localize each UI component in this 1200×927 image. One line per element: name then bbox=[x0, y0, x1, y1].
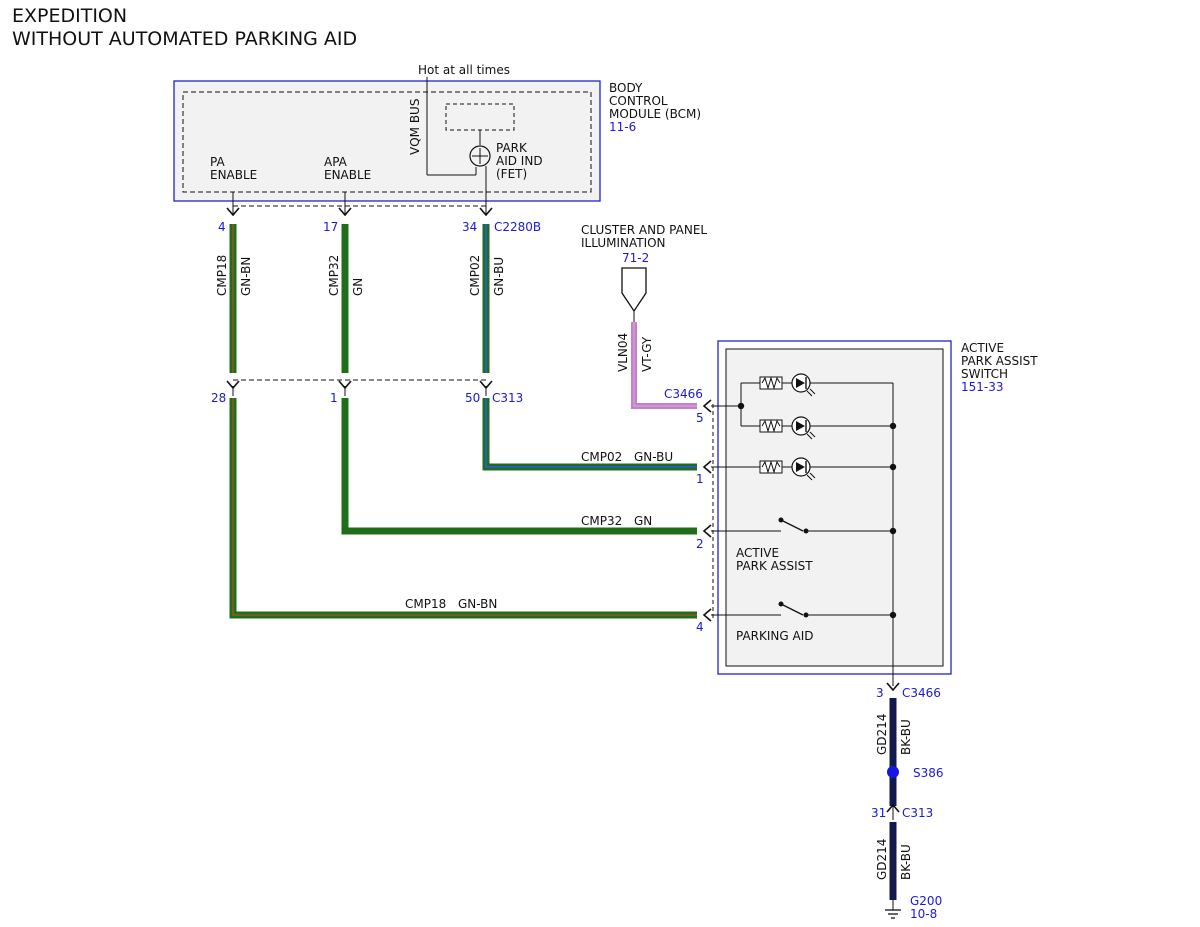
park-aid-ind-label-3: (FET) bbox=[496, 167, 527, 181]
c3466-pin-1: 1 bbox=[696, 472, 704, 486]
c313-pin-1: 1 bbox=[330, 391, 338, 405]
c3466-name: C3466 bbox=[664, 387, 703, 401]
pa-enable-label-2: ENABLE bbox=[210, 168, 257, 182]
park-aid-ind-label-1: PARK bbox=[496, 141, 528, 155]
c3466-pin-2: 2 bbox=[696, 537, 704, 551]
switch-ref: 151-33 bbox=[961, 380, 1004, 394]
gd214-lower-id: GD214 bbox=[875, 839, 889, 880]
parking-aid-label: PARKING AID bbox=[736, 629, 814, 643]
pa-enable-label-1: PA bbox=[210, 155, 225, 169]
bcm-module: Hot at all times VQM BUS PARK AID IND (F… bbox=[173, 63, 701, 203]
switch-name-3: SWITCH bbox=[961, 367, 1008, 381]
connector-c2280b: 4 17 34 C2280B bbox=[218, 205, 541, 234]
apa-enable-label-2: ENABLE bbox=[324, 168, 371, 182]
gd214-upper-id: GD214 bbox=[875, 714, 889, 755]
ground-ref: 10-8 bbox=[910, 907, 937, 921]
ground-circuit: 3 C3466 GD214 BK-BU S386 31 C313 GD214 B… bbox=[871, 682, 944, 921]
hot-at-all-times-label: Hot at all times bbox=[418, 63, 510, 77]
bcm-ref: 11-6 bbox=[609, 120, 636, 134]
cmp32-upper-id: CMP32 bbox=[327, 255, 341, 296]
illumination-name-1: CLUSTER AND PANEL bbox=[581, 223, 707, 237]
cmp02-lower-id: CMP02 bbox=[581, 450, 622, 464]
ground-inline-pin-31: 31 bbox=[871, 806, 886, 820]
bcm-name-1: BODY bbox=[609, 81, 643, 95]
cmp02-upper-id: CMP02 bbox=[468, 255, 482, 296]
cmp32-lower-color: GN bbox=[634, 514, 652, 528]
diagram-title-line-1: EXPEDITION bbox=[12, 5, 127, 27]
c2280b-name: C2280B bbox=[494, 220, 541, 234]
switch-inner-box bbox=[725, 348, 944, 667]
vln04-id: VLN04 bbox=[616, 333, 630, 372]
cmp18-upper-color: GN-BN bbox=[239, 257, 253, 296]
cmp18-lower-color: GN-BN bbox=[458, 597, 497, 611]
ground-inline-c313: C313 bbox=[902, 806, 933, 820]
diagram-title-line-2: WITHOUT AUTOMATED PARKING AID bbox=[12, 28, 357, 50]
c313-name: C313 bbox=[492, 391, 523, 405]
illumination-source-icon bbox=[621, 267, 647, 313]
wire-vln04 bbox=[631, 322, 697, 409]
ground-connector-c3466: C3466 bbox=[902, 686, 941, 700]
park-aid-ind-label-2: AID IND bbox=[496, 154, 543, 168]
c3466-pin-4: 4 bbox=[696, 620, 704, 634]
ground-point-g200: G200 bbox=[910, 894, 942, 908]
switch-name-1: ACTIVE bbox=[961, 341, 1004, 355]
gd214-upper-color: BK-BU bbox=[899, 719, 913, 755]
apa-enable-label-1: APA bbox=[324, 155, 348, 169]
bcm-outline bbox=[173, 80, 601, 202]
park-aid-ind-fet-icon bbox=[469, 145, 491, 167]
ground-symbol-icon bbox=[885, 909, 901, 919]
vln04-color: VT-GY bbox=[640, 336, 654, 372]
cmp32-upper-color: GN bbox=[351, 278, 365, 296]
cmp32-lower-id: CMP32 bbox=[581, 514, 622, 528]
c2280b-pin-17: 17 bbox=[323, 220, 338, 234]
wire-cmp02-lower bbox=[482, 398, 697, 471]
c313-pin-50: 50 bbox=[465, 391, 480, 405]
lamp-row-3 bbox=[759, 457, 893, 481]
cmp02-lower-color: GN-BU bbox=[634, 450, 673, 464]
c3466-pin-5: 5 bbox=[696, 411, 704, 425]
bcm-name-3: MODULE (BCM) bbox=[609, 107, 701, 121]
active-park-assist-switch-contact bbox=[711, 517, 893, 534]
cluster-panel-illumination: CLUSTER AND PANEL ILLUMINATION 71-2 bbox=[581, 223, 707, 322]
wire-cmp18-lower bbox=[229, 398, 697, 619]
lamp-row-1 bbox=[759, 373, 893, 397]
gd214-lower-color: BK-BU bbox=[899, 844, 913, 880]
splice-s386-icon bbox=[887, 766, 899, 778]
cmp18-upper-id: CMP18 bbox=[215, 255, 229, 296]
active-park-assist-label-2: PARK ASSIST bbox=[736, 559, 813, 573]
ground-pin-3: 3 bbox=[876, 686, 884, 700]
bcm-name-2: CONTROL bbox=[609, 94, 668, 108]
active-park-assist-switch: ACTIVE PARK ASSIST SWITCH 151-33 C3466 5… bbox=[664, 340, 1038, 686]
switch-name-2: PARK ASSIST bbox=[961, 354, 1038, 368]
parking-aid-switch-contact bbox=[711, 601, 893, 618]
splice-s386-label: S386 bbox=[913, 766, 944, 780]
active-park-assist-label-1: ACTIVE bbox=[736, 546, 779, 560]
vqm-bus-label: VQM BUS bbox=[408, 99, 422, 155]
lamp-row-2 bbox=[759, 416, 893, 440]
c2280b-pin-34: 34 bbox=[462, 220, 477, 234]
cmp18-lower-id: CMP18 bbox=[405, 597, 446, 611]
connector-c313: 28 1 50 C313 bbox=[211, 379, 523, 405]
illumination-name-2: ILLUMINATION bbox=[581, 236, 666, 250]
c2280b-pin-4: 4 bbox=[218, 220, 226, 234]
cmp02-upper-color: GN-BU bbox=[492, 257, 506, 296]
bcm-inner-dashed bbox=[182, 91, 592, 193]
wire-cmp32-lower bbox=[341, 398, 697, 535]
illumination-ref: 71-2 bbox=[622, 251, 649, 265]
c313-pin-28: 28 bbox=[211, 391, 226, 405]
